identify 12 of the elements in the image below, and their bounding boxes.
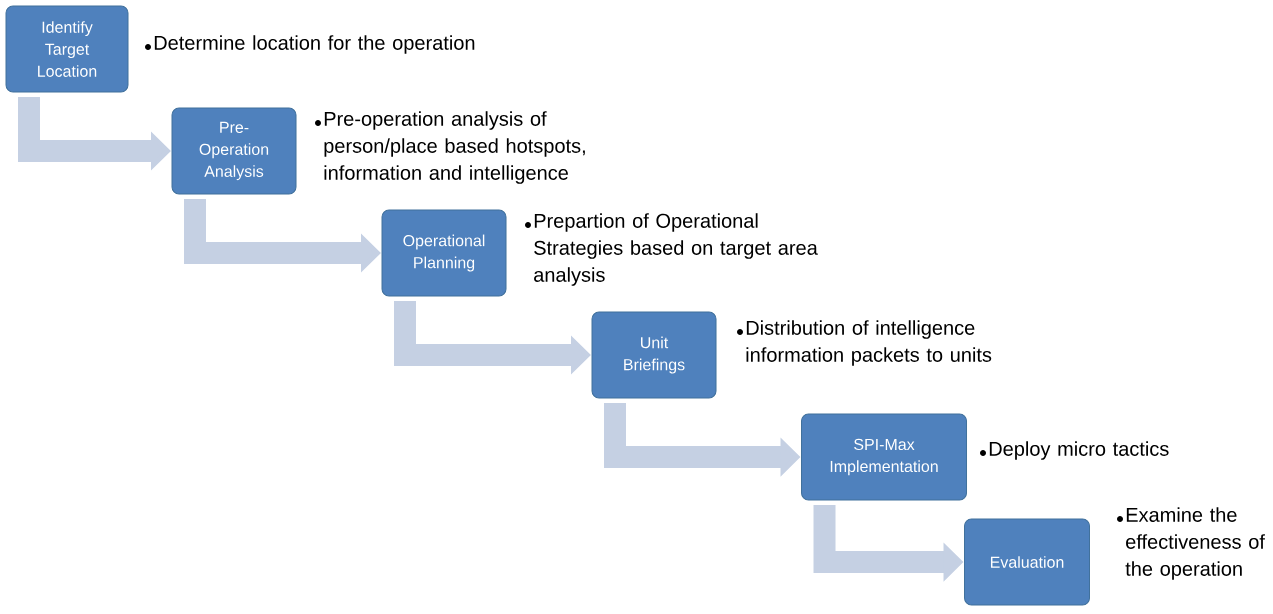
process-box: Evaluation bbox=[964, 518, 1090, 606]
bullet-text: Determine location for the operation bbox=[154, 35, 475, 54]
process-box: Operational Planning bbox=[381, 209, 507, 297]
bullet-text: Examine the effectiveness of the operation bbox=[1125, 507, 1265, 580]
process-box: Identify Target Location bbox=[5, 5, 129, 93]
bullet-text: Distribution of intelligence information packets to units bbox=[746, 320, 992, 366]
bullet-text: Prepartion of Operational Strategies based on target area analysis bbox=[534, 213, 818, 286]
bullet-text: Deploy micro tactics bbox=[989, 441, 1169, 460]
process-box: Unit Briefings bbox=[591, 311, 717, 399]
bullet-text: Pre-operation analysis of person/place based hotspots, information and intelligence bbox=[324, 111, 585, 184]
process-box: Pre-Operation Analysis bbox=[171, 107, 297, 195]
process-box: SPI-Max Implementation bbox=[801, 413, 967, 501]
